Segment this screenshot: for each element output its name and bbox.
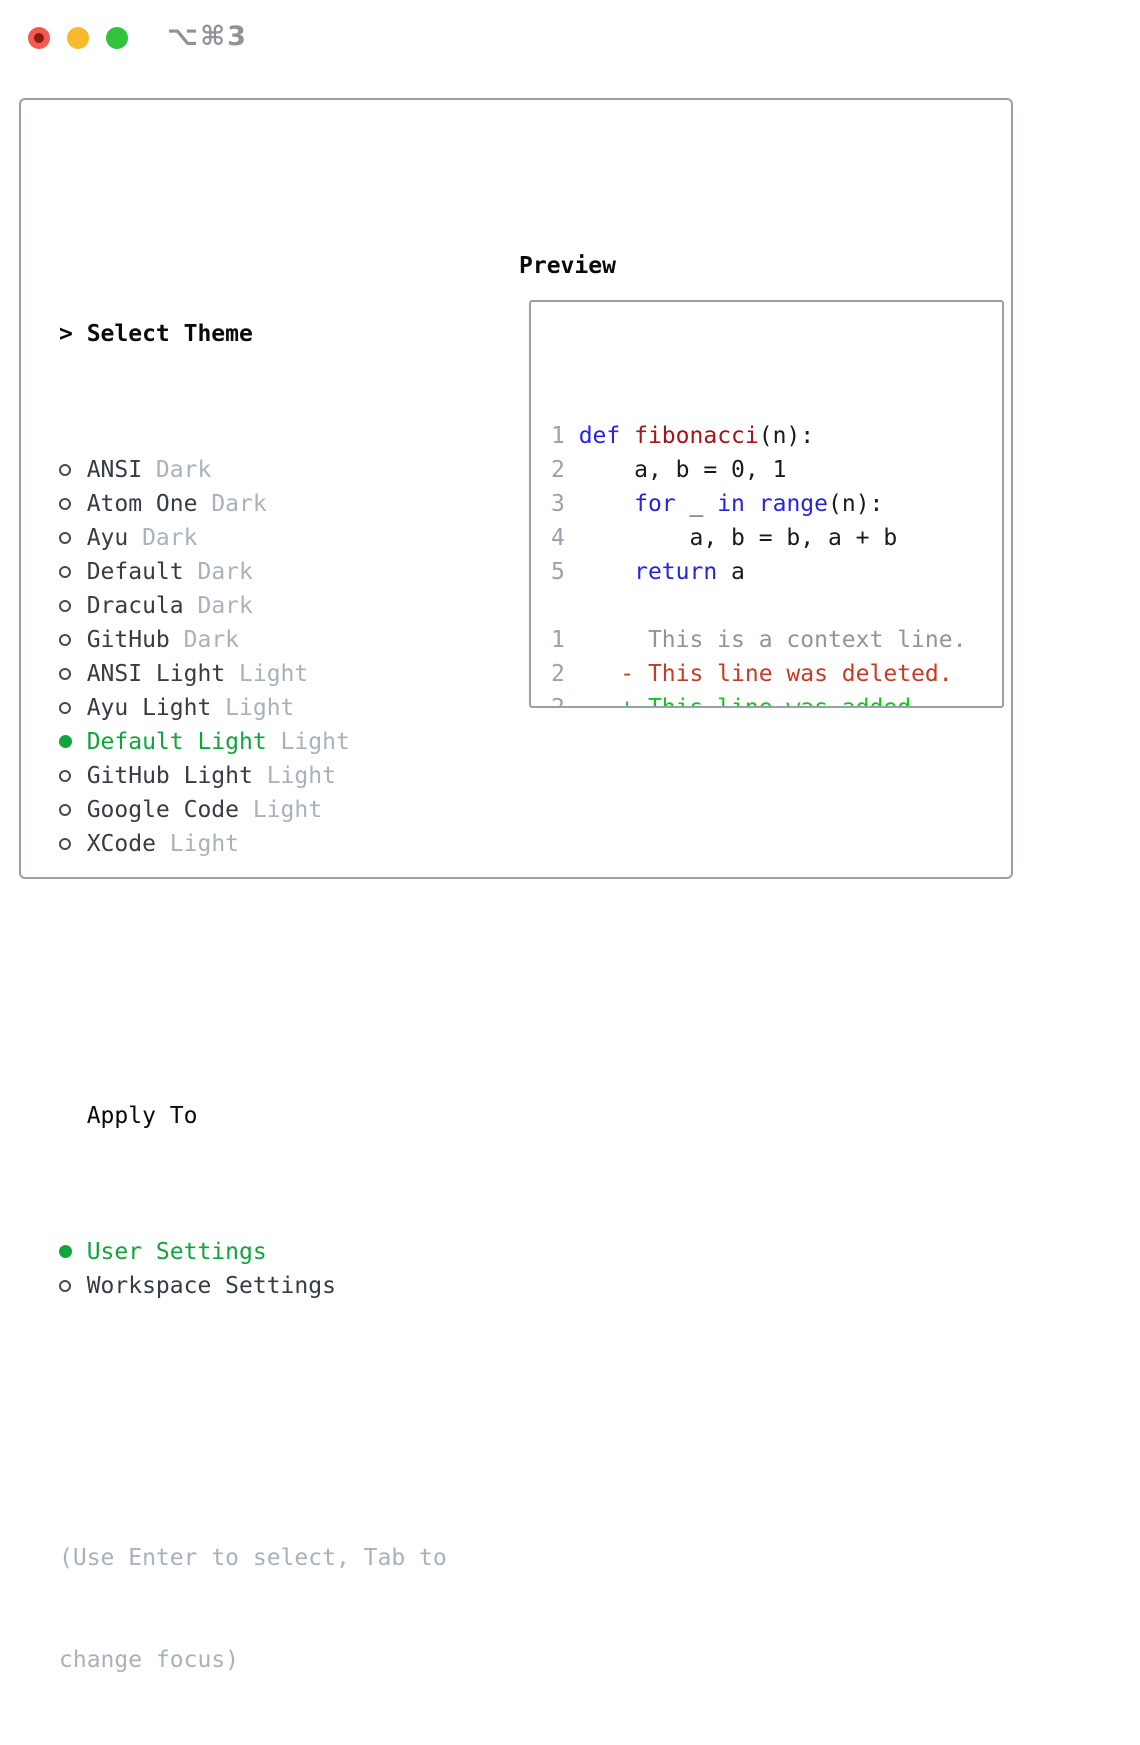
- radio-unselected-icon: [59, 532, 71, 544]
- titlebar: ⌥⌘3: [0, 0, 1140, 76]
- theme-option-github[interactable]: GitHub Dark: [59, 623, 447, 657]
- line-number: 5: [551, 559, 579, 585]
- spacer: [59, 963, 447, 997]
- minimize-button[interactable]: [67, 27, 89, 49]
- radio-unselected-icon: [59, 498, 71, 510]
- preview-line-code: 5 return a: [551, 555, 1002, 589]
- theme-option-ansi-light[interactable]: ANSI Light Light: [59, 657, 447, 691]
- preview-line-code: 1 def fibonacci(n):: [551, 419, 1002, 453]
- code-segment-plain: [579, 559, 634, 585]
- radio-unselected-icon: [59, 702, 71, 714]
- theme-option-google-code[interactable]: Google Code Light: [59, 793, 447, 827]
- code-segment-ctx: This is a context line.: [578, 627, 967, 653]
- close-button[interactable]: [28, 27, 50, 49]
- line-number: 2: [551, 695, 579, 708]
- code-segment-kw: in: [717, 491, 745, 517]
- code-segment-kw: return: [634, 559, 718, 585]
- preview-line-diff-deleted: 2 - This line was deleted.: [551, 657, 1002, 691]
- line-number: 1: [551, 627, 579, 653]
- preview-line-code: 3 for _ in range(n):: [551, 487, 1002, 521]
- code-segment-plain: [745, 491, 759, 517]
- apply-to-header-label: Apply To: [86, 1103, 198, 1129]
- radio-unselected-icon: [59, 600, 71, 612]
- radio-selected-icon: [59, 1245, 72, 1258]
- theme-option-ayu-light[interactable]: Ayu Light Light: [59, 691, 447, 725]
- code-segment-fn: fibonacci: [634, 423, 759, 449]
- radio-unselected-icon: [59, 1280, 71, 1292]
- selection-caret-icon: >: [59, 321, 73, 347]
- apply-option-workspace-settings[interactable]: Workspace Settings: [59, 1269, 447, 1303]
- radio-unselected-icon: [59, 804, 71, 816]
- line-number: [551, 593, 579, 619]
- line-number: 1: [551, 423, 579, 449]
- preview-line-diff-added: 2 + This line was added.: [551, 691, 1002, 708]
- code-segment-plain: a, b = 0, 1: [578, 457, 787, 483]
- code-segment-plain: a, b = b, a + b: [578, 525, 898, 551]
- preview-header-label: Preview: [519, 253, 616, 279]
- theme-option-ayu[interactable]: Ayu Dark: [59, 521, 447, 555]
- apply-to-header: Apply To: [59, 1099, 447, 1133]
- code-segment-add: + This line was added.: [578, 695, 925, 708]
- code-segment-plain: [579, 491, 634, 517]
- code-segment-del: - This line was deleted.: [578, 661, 953, 687]
- spacer: [59, 1405, 447, 1439]
- zoom-button[interactable]: [106, 27, 128, 49]
- window-shortcut-label: ⌥⌘3: [167, 21, 248, 52]
- code-segment-kw: range: [758, 491, 828, 517]
- theme-option-dracula[interactable]: Dracula Dark: [59, 589, 447, 623]
- line-number: 4: [551, 525, 579, 551]
- select-theme-header-label: Select Theme: [86, 321, 253, 347]
- line-number: 3: [551, 491, 579, 517]
- code-segment-plain: a: [717, 559, 745, 585]
- theme-option-atom-one[interactable]: Atom One Dark: [59, 487, 447, 521]
- code-segment-kw: def: [578, 423, 621, 449]
- radio-selected-icon: [59, 735, 72, 748]
- theme-option-default[interactable]: Default Dark: [59, 555, 447, 589]
- preview-line-code: 2 a, b = 0, 1: [551, 453, 1002, 487]
- preview-line-blank: [551, 589, 1002, 623]
- code-segment-kw: for: [634, 491, 676, 517]
- theme-option-default-light[interactable]: Default Light Light: [59, 725, 447, 759]
- select-theme-header: > Select Theme: [59, 317, 447, 351]
- radio-unselected-icon: [59, 668, 71, 680]
- theme-option-xcode[interactable]: XCode Light: [59, 827, 447, 861]
- code-segment-plain: _: [675, 491, 718, 517]
- help-text-line-2: change focus): [59, 1647, 240, 1673]
- code-segment-plain: (n):: [758, 423, 815, 449]
- radio-unselected-icon: [59, 566, 71, 578]
- preview-line-diff-context: 1 This is a context line.: [551, 623, 1002, 657]
- radio-unselected-icon: [59, 464, 71, 476]
- radio-unselected-icon: [59, 838, 71, 850]
- line-number: 2: [551, 457, 579, 483]
- line-number: 2: [551, 661, 579, 687]
- radio-unselected-icon: [59, 770, 71, 782]
- radio-unselected-icon: [59, 634, 71, 646]
- help-text-line-1: (Use Enter to select, Tab to: [59, 1545, 447, 1571]
- theme-option-github-light[interactable]: GitHub Light Light: [59, 759, 447, 793]
- apply-option-user-settings[interactable]: User Settings: [59, 1235, 447, 1269]
- code-segment-plain: [620, 423, 634, 449]
- theme-option-ansi[interactable]: ANSI Dark: [59, 453, 447, 487]
- code-segment-plain: (n):: [828, 491, 884, 517]
- preview-line-code: 4 a, b = b, a + b: [551, 521, 1002, 555]
